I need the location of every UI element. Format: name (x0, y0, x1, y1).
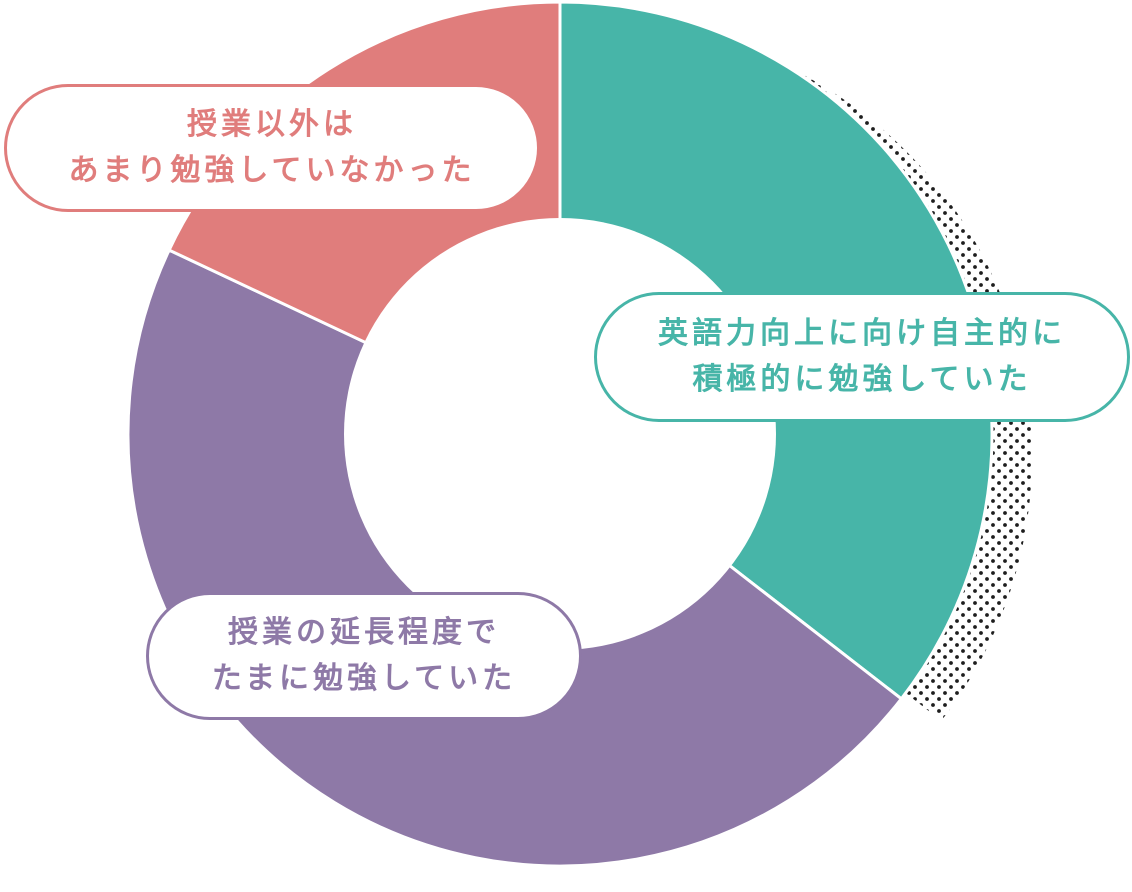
slice-label-line: 英語力向上に向け自主的に (658, 315, 1066, 351)
slice-label-occasional-study: 授業の延長程度で たまに勉強していた (146, 592, 582, 720)
slice-label-line: 積極的に勉強していた (692, 362, 1032, 397)
slice-label-line: 授業の延長程度で (228, 614, 500, 650)
slice-label-line: 授業以外は (187, 106, 357, 142)
slice-label-line: たまに勉強していた (211, 661, 517, 696)
slice-label-line: あまり勉強していなかった (68, 153, 476, 188)
slice-label-self-study: 英語力向上に向け自主的に 積極的に勉強していた (594, 292, 1130, 422)
donut-hole (344, 218, 776, 650)
slice-label-little-study: 授業以外は あまり勉強していなかった (4, 84, 540, 212)
